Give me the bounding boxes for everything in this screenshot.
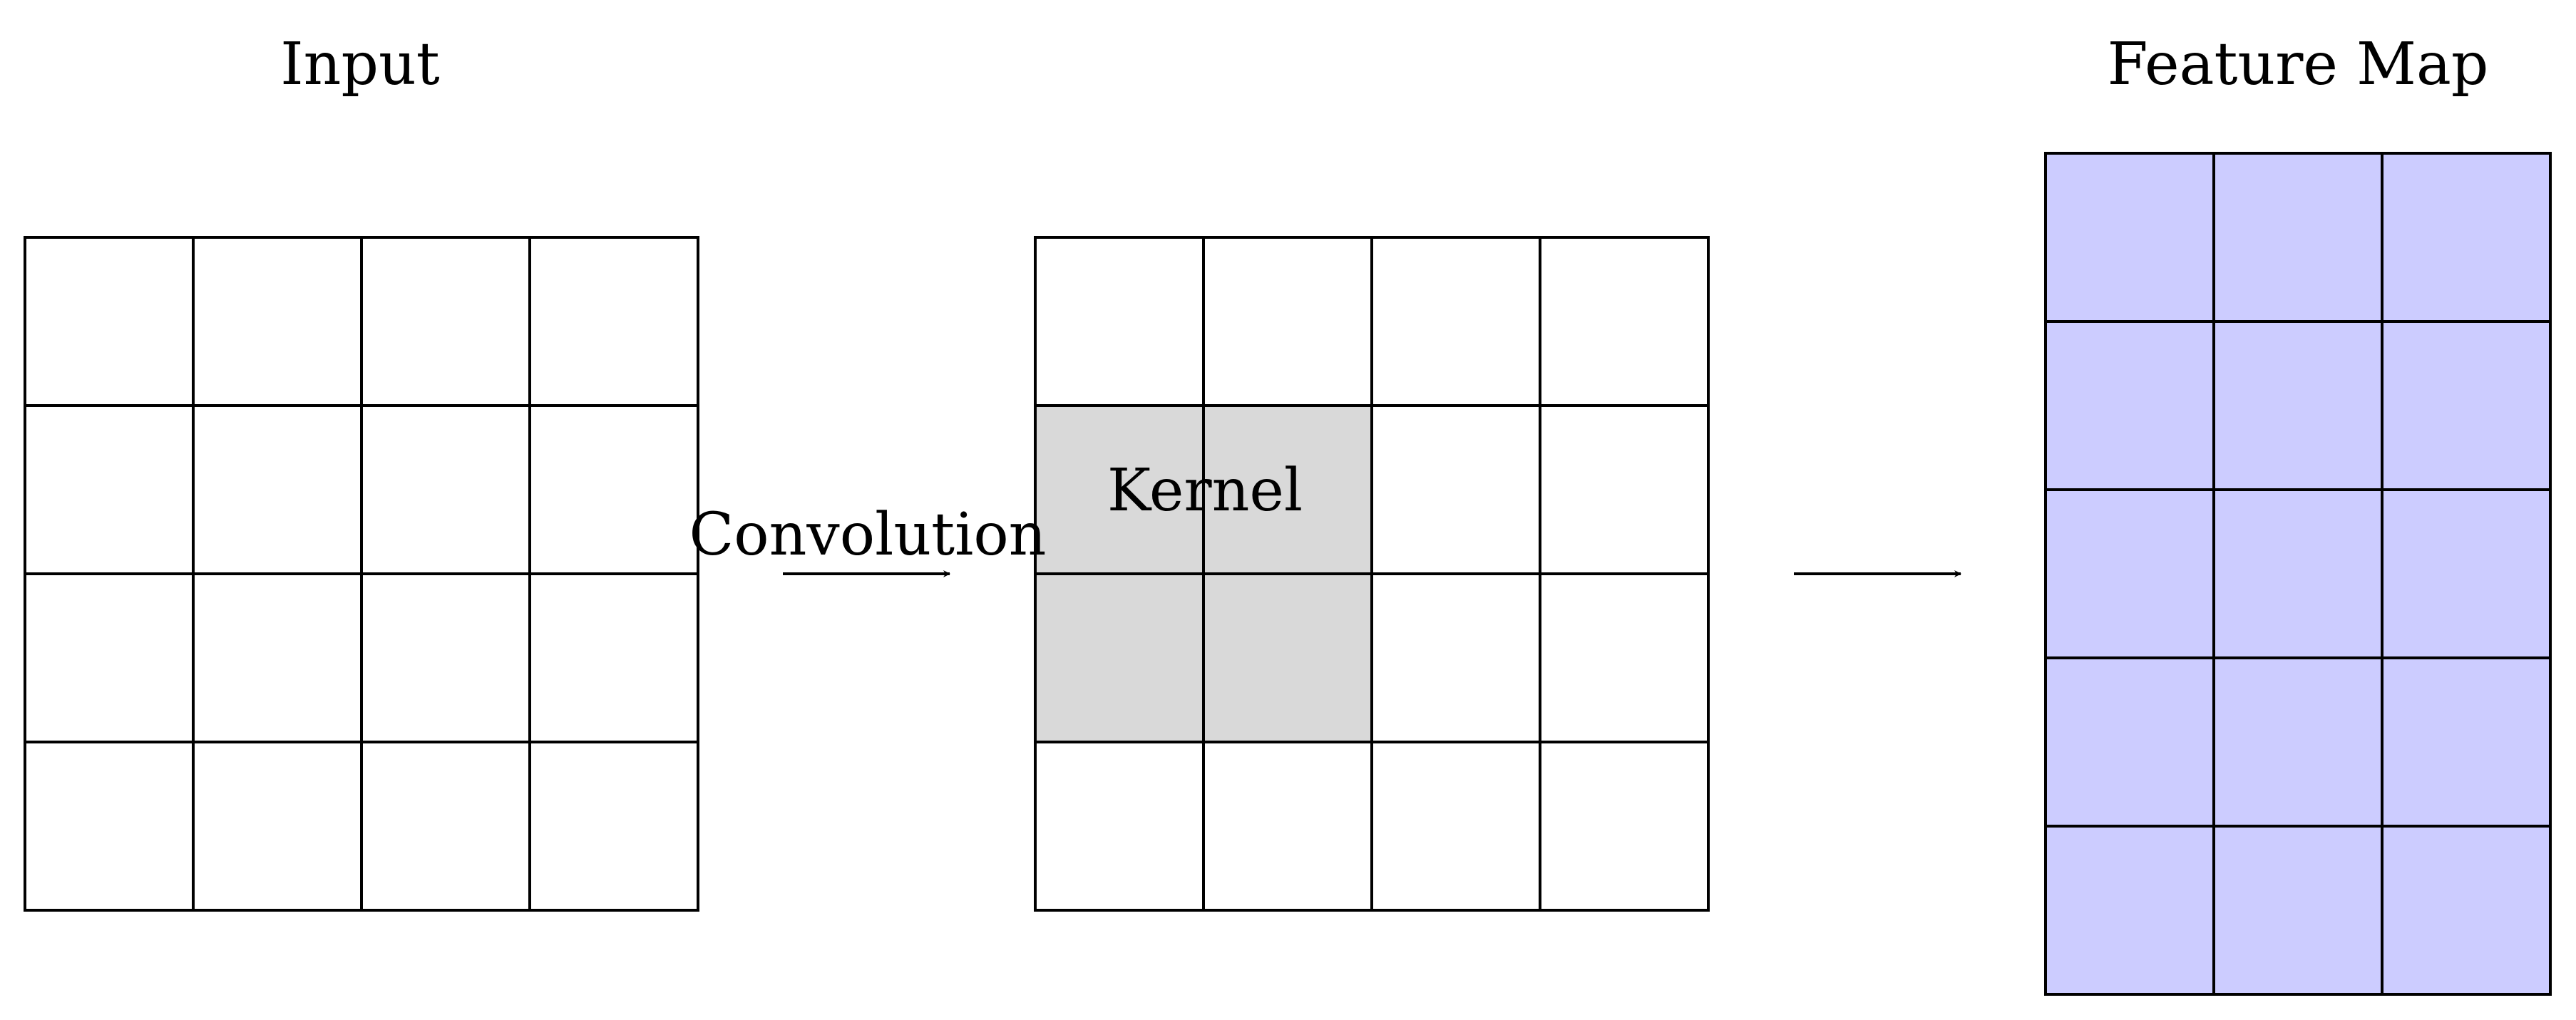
feature-map-cell: [2381, 488, 2552, 659]
input-cell: [192, 572, 363, 743]
input-cell: [528, 236, 699, 407]
grid-cell: [1202, 741, 1373, 912]
input-cell: [192, 404, 363, 575]
input-cell: [360, 404, 531, 575]
feature-map-grid: [2044, 152, 2552, 996]
grid-cell: [1034, 741, 1205, 912]
grid-cell: [1539, 404, 1710, 575]
feature-map-cell: [2044, 152, 2215, 323]
feature-map-cell: [2381, 320, 2552, 491]
feature-map-cell: [2381, 825, 2552, 996]
grid-cell: [1370, 741, 1541, 912]
input-cell: [24, 404, 195, 575]
input-title: Input: [280, 31, 440, 98]
feature-map-cell: [2212, 320, 2383, 491]
input-cell: [192, 741, 363, 912]
kernel-grid: [1034, 236, 1710, 912]
feature-map-cell: [2212, 488, 2383, 659]
grid-cell: [1202, 236, 1373, 407]
feature-map-cell: [2044, 320, 2215, 491]
feature-map-cell: [2381, 152, 2552, 323]
grid-cell: [1539, 741, 1710, 912]
feature-map-cell: [2212, 152, 2383, 323]
grid-cell: [1370, 572, 1541, 743]
feature-map-cell: [2212, 656, 2383, 828]
kernel-cell: [1034, 404, 1205, 575]
feature-map-cell: [2044, 825, 2215, 996]
feature-map-cell: [2044, 488, 2215, 659]
feature-map-cell: [2212, 825, 2383, 996]
convolution-label: Convolution: [689, 501, 1046, 569]
input-cell: [192, 236, 363, 407]
grid-cell: [1370, 404, 1541, 575]
input-grid: [24, 236, 699, 912]
input-cell: [528, 741, 699, 912]
input-cell: [528, 404, 699, 575]
grid-cell: [1539, 572, 1710, 743]
kernel-cell: [1202, 404, 1373, 575]
input-cell: [528, 572, 699, 743]
input-cell: [24, 572, 195, 743]
input-cell: [24, 741, 195, 912]
feature-map-cell: [2381, 656, 2552, 828]
kernel-cell: [1202, 572, 1373, 743]
kernel-label: Kernel: [1107, 457, 1303, 525]
feature-map-title: Feature Map: [2108, 31, 2489, 98]
feature-map-cell: [2044, 656, 2215, 828]
kernel-cell: [1034, 572, 1205, 743]
grid-cell: [1539, 236, 1710, 407]
input-cell: [360, 236, 531, 407]
grid-cell: [1370, 236, 1541, 407]
input-cell: [24, 236, 195, 407]
input-cell: [360, 741, 531, 912]
grid-cell: [1034, 236, 1205, 407]
input-cell: [360, 572, 531, 743]
